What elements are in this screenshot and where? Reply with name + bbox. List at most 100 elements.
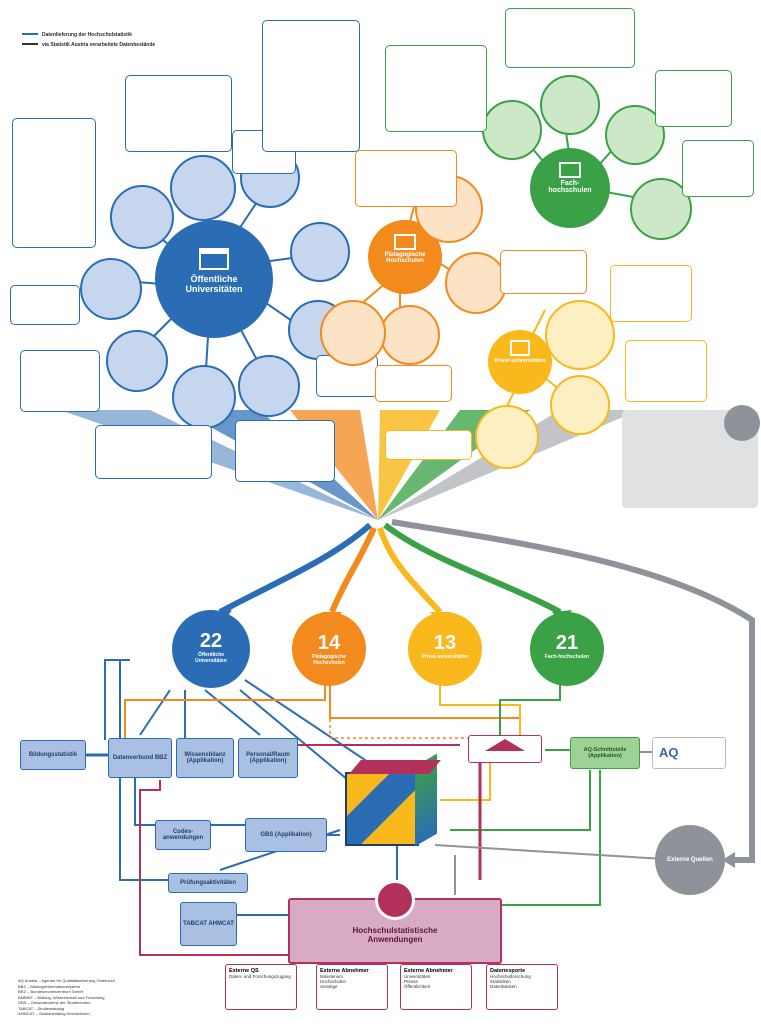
hochschul-label: Hochschulstatistische Anwendungen (352, 926, 438, 944)
node-label: Privat-universitäten (421, 654, 469, 660)
fh-info-box (385, 45, 487, 132)
paed-icon (394, 234, 416, 250)
legend: Datenlieferung der Hochschulstatistik vi… (42, 30, 155, 50)
paed-satellite-erhebung3 (380, 305, 440, 365)
uni-info-box (125, 75, 232, 152)
footer-line: BRZ – Bundesrechenzentrum GmbH (18, 989, 84, 994)
paed-info-box (500, 250, 587, 294)
uni-info-box (12, 118, 96, 248)
box-codes: Codes-anwendungen (155, 820, 211, 850)
output-title: Externe Abnehmer (320, 968, 369, 974)
fh-info-box (505, 8, 635, 68)
legend-item-datenlieferung: Datenlieferung der Hochschulstatistik (42, 32, 133, 38)
statistik-austria-logo (468, 735, 542, 763)
output-box-datenexporte: Datenexporte Hochschulforschung Statisti… (486, 964, 558, 1010)
node-privatuniversitaeten: 13 Privat-universitäten (408, 612, 482, 686)
uni-info-box (10, 285, 80, 325)
node-paedagogische: 14 Pädagogische Hochschulen (292, 612, 366, 686)
footer-abbreviations: AQ Austria – Agentur für Qualitätssicher… (18, 978, 115, 1017)
footer-line: AQ Austria – Agentur für Qualitätssicher… (18, 978, 115, 983)
footer-line: BMBWF – Bildung, Wissenschaft und Forsch… (18, 994, 105, 1000)
priv-icon (510, 340, 530, 356)
paed-hub-title: Pädagogische Hochschulen (384, 252, 426, 264)
priv-hub: Privat-universitäten (488, 330, 552, 394)
priv-satellite-studierende (545, 300, 615, 370)
output-item: Universitäten (404, 974, 431, 979)
output-item: Daten- und Forschungszugang (229, 974, 291, 979)
uni-hub: Öffentliche Universitäten (155, 220, 273, 338)
output-item: Statistiken (490, 979, 511, 984)
paed-info-box (375, 365, 452, 402)
uni-info-box (235, 420, 335, 482)
box-wissensbilanz: Wissensbilanz (Applikation) (176, 738, 234, 778)
legend-item-statistik-austria: via Statistik Austria verarbeitete Daten… (42, 42, 156, 48)
uni-satellite-erhebung2 (106, 330, 168, 392)
fh-hub-title: Fach-hochschulen (548, 180, 592, 194)
box-datenverbund: Datenverbund BBZ (108, 738, 172, 778)
output-item: Hochschulforschung (490, 974, 531, 979)
box-aq-schnittstelle: AQ-Schnittstelle (Applikation) (570, 737, 640, 769)
fh-satellite-personal (540, 75, 600, 135)
uni-satellite-erhebung1 (80, 258, 142, 320)
fh-satellite-erhebung7 (630, 178, 692, 240)
paed-satellite-erhebung4 (320, 300, 386, 366)
node-label: Pädagogische Hochschulen (312, 654, 346, 666)
output-box-abnehmer-2: Externe Abnehmer Universitäten Presse Öf… (400, 964, 472, 1010)
box-gbs: GBS (Applikation) (245, 818, 327, 852)
aq-logo: AQ (652, 737, 726, 769)
distribution-arrows (218, 519, 755, 863)
paed-satellite-personal (445, 252, 507, 314)
uni-hub-title: Öffentliche Universitäten (185, 274, 243, 294)
node-number: 13 (433, 632, 457, 654)
uni-satellite-personal (170, 155, 236, 221)
oecd-circle (724, 405, 760, 441)
university-icon (199, 248, 229, 270)
fh-satellite-studierende (482, 100, 542, 160)
uni-info-box (262, 20, 360, 152)
footer-line: BBZ – Bildungsinformationssystem (18, 983, 81, 989)
box-pruefung: Prüfungsaktivitäten (168, 873, 248, 893)
output-title: Externe QS (229, 968, 259, 974)
output-title: Datenexporte (490, 968, 526, 974)
node-label: Fach-hochschulen (544, 654, 590, 660)
footer-line: TABCAT – Studienkatalog (18, 1005, 65, 1011)
externe-quellen-label: Externe Quellen (667, 857, 713, 863)
paed-info-box (355, 150, 457, 207)
node-fachhochschulen: 21 Fach-hochschulen (530, 612, 604, 686)
box-bildungsstatistik: Bildungsstatistik (20, 740, 86, 770)
priv-satellite-personal (550, 375, 610, 435)
output-item: Ministerium (320, 974, 344, 979)
output-item: Hochschulen (320, 979, 347, 984)
priv-satellite-erhebung5 (475, 405, 539, 469)
box-personalraum: Personal/Raum (Applikation) (238, 738, 298, 778)
footer-line: GBS – Gesamtevidenz der Studierenden (18, 1000, 91, 1005)
output-box-externe-qs: Externe QS Daten- und Forschungszugang (225, 964, 297, 1010)
output-item: Sonstige (320, 984, 338, 989)
logo-triangle-icon (485, 739, 525, 751)
uni-info-box (20, 350, 100, 412)
output-item: Datenbanken (490, 984, 517, 989)
data-cube-icon (345, 753, 441, 847)
priv-info-box (610, 265, 692, 322)
box-tabcat: TABCAT AHMCAT (180, 902, 237, 946)
node-number: 14 (317, 632, 341, 654)
uni-satellite-wissensbilanz (290, 222, 350, 282)
uni-satellite-pruefung (172, 365, 236, 429)
uni-satellite-befreiung (238, 355, 300, 417)
node-number: 22 (199, 630, 223, 652)
priv-info-box (385, 430, 472, 460)
graduation-cap-icon (559, 162, 581, 178)
priv-hub-title: Privat-universitäten (494, 358, 546, 364)
output-title: Externe Abnehmer (404, 968, 453, 974)
output-item: Öffentlichkeit (404, 984, 430, 989)
externe-quellen: Externe Quellen (655, 825, 725, 895)
priv-info-box (625, 340, 707, 402)
output-box-abnehmer-1: Externe Abnehmer Ministerium Hochschulen… (316, 964, 388, 1010)
node-number: 21 (555, 632, 579, 654)
fh-info-box (655, 70, 732, 127)
uni-info-box (95, 425, 212, 479)
node-universitaeten: 22 Öffentliche Universitäten (172, 610, 250, 688)
uni-satellite-studierende (110, 185, 174, 249)
footer-line: AHMCAT – Studienkatalog Hochschulen (18, 1011, 90, 1016)
package-icon (375, 880, 415, 920)
